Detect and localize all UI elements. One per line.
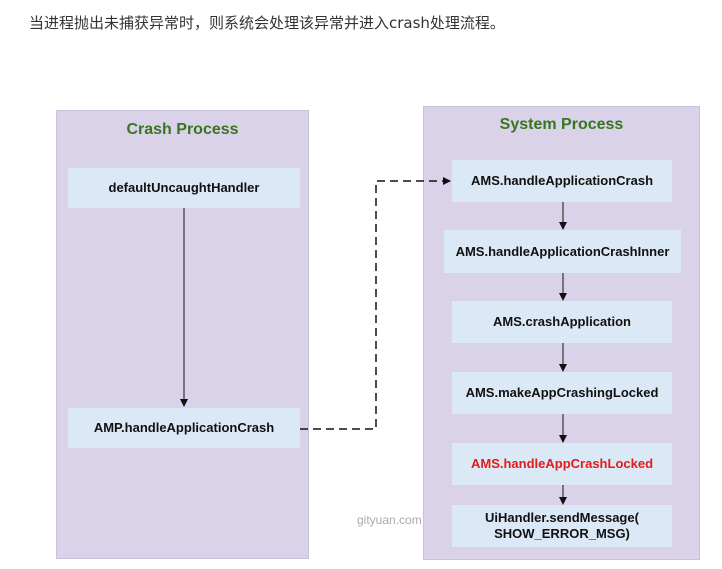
node-uihandler-send-message: UiHandler.sendMessage( SHOW_ERROR_MSG) — [452, 505, 672, 547]
system-process-title: System Process — [499, 116, 624, 133]
watermark-text: gityuan.com — [357, 513, 422, 527]
node-ams-handle-application-crash: AMS.handleApplicationCrash — [452, 160, 672, 202]
node-ams-handle-application-crash-inner: AMS.handleApplicationCrashInner — [444, 230, 681, 273]
node-ams-handle-app-crash-locked: AMS.handleAppCrashLocked — [452, 443, 672, 485]
node-default-uncaught-handler: defaultUncaughtHandler — [68, 168, 300, 208]
intro-text: 当进程抛出未捕获异常时，则系统会处理该异常并进入crash处理流程。 — [29, 14, 505, 32]
node-amp-handle-application-crash: AMP.handleApplicationCrash — [68, 408, 300, 448]
crash-process-title: Crash Process — [126, 121, 239, 138]
dashed-arrow-crash-to-system — [300, 177, 451, 430]
node-ams-crash-application: AMS.crashApplication — [452, 301, 672, 343]
node-ams-make-app-crashing-locked: AMS.makeAppCrashingLocked — [452, 372, 672, 414]
